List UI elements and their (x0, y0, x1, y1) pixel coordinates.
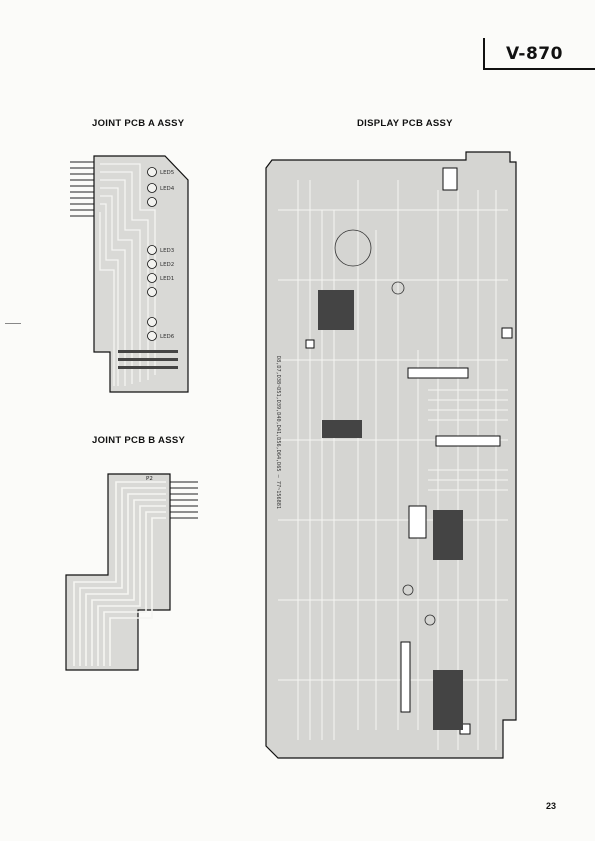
svg-text:LED3: LED3 (160, 248, 175, 254)
svg-text:P2: P2 (146, 476, 153, 482)
display-pcb-diagram (258, 150, 533, 770)
svg-text:LED4: LED4 (160, 186, 175, 192)
svg-text:LED5: LED5 (160, 170, 175, 176)
svg-text:LED2: LED2 (160, 262, 174, 268)
svg-text:LED1: LED1 (160, 276, 174, 282)
model-number: V-870 (506, 44, 563, 64)
page-number: 23 (546, 801, 556, 811)
svg-text:LED6: LED6 (160, 334, 175, 340)
display-pcb-part-code: D8,D7,D38~D51,D39,D40,D41,D56,D64,D65 — … (275, 356, 281, 509)
joint-pcb-b-diagram: P2 (58, 470, 198, 680)
joint-pcb-b-title: JOINT PCB B ASSY (92, 435, 185, 446)
joint-pcb-a-title: JOINT PCB A ASSY (92, 118, 184, 129)
margin-mark (5, 323, 21, 324)
display-pcb-title: DISPLAY PCB ASSY (357, 118, 453, 129)
